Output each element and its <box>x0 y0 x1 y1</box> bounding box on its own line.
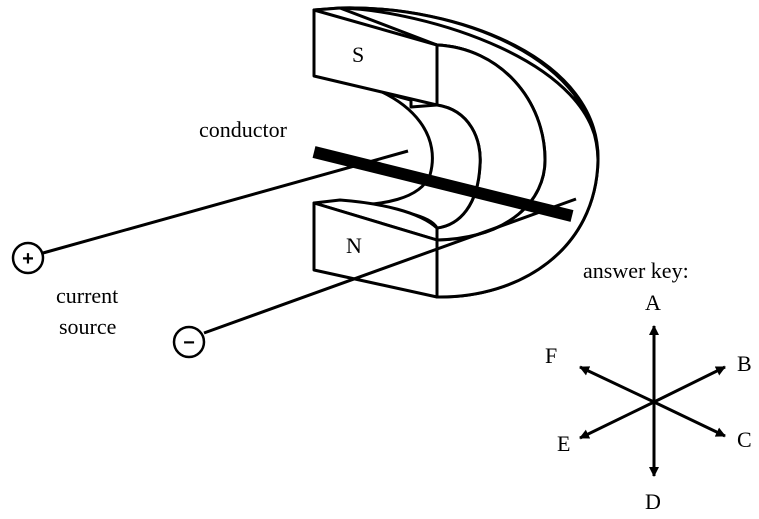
arrow-lower-left <box>579 400 655 440</box>
negative-lead-wire <box>203 197 577 335</box>
current-source-label-line1: current <box>56 283 118 308</box>
south-pole-block <box>312 8 439 107</box>
horseshoe-magnet <box>312 6 600 299</box>
direction-label-c: C <box>737 427 752 452</box>
arrow-upper-left <box>579 365 655 404</box>
plus-sign: + <box>22 248 34 270</box>
arrow-lower-right <box>653 400 726 438</box>
conductor-label: conductor <box>199 117 288 142</box>
direction-label-b: B <box>737 351 752 376</box>
answer-key-arrows <box>579 325 726 477</box>
arrow-upper-right <box>653 365 726 404</box>
direction-label-d: D <box>645 489 661 514</box>
answer-key-title: answer key: <box>583 258 689 283</box>
north-pole-label: N <box>346 233 362 258</box>
direction-label-a: A <box>645 290 661 315</box>
north-pole-block <box>312 201 439 299</box>
positive-terminal: + <box>11 241 45 275</box>
conductor-bar <box>312 146 574 222</box>
minus-sign: − <box>183 332 195 354</box>
negative-terminal: − <box>172 325 206 359</box>
direction-label-f: F <box>545 343 557 368</box>
current-source-label-line2: source <box>59 314 116 339</box>
positive-lead-wire <box>42 149 409 255</box>
south-pole-label: S <box>352 42 364 67</box>
direction-label-e: E <box>557 431 570 456</box>
